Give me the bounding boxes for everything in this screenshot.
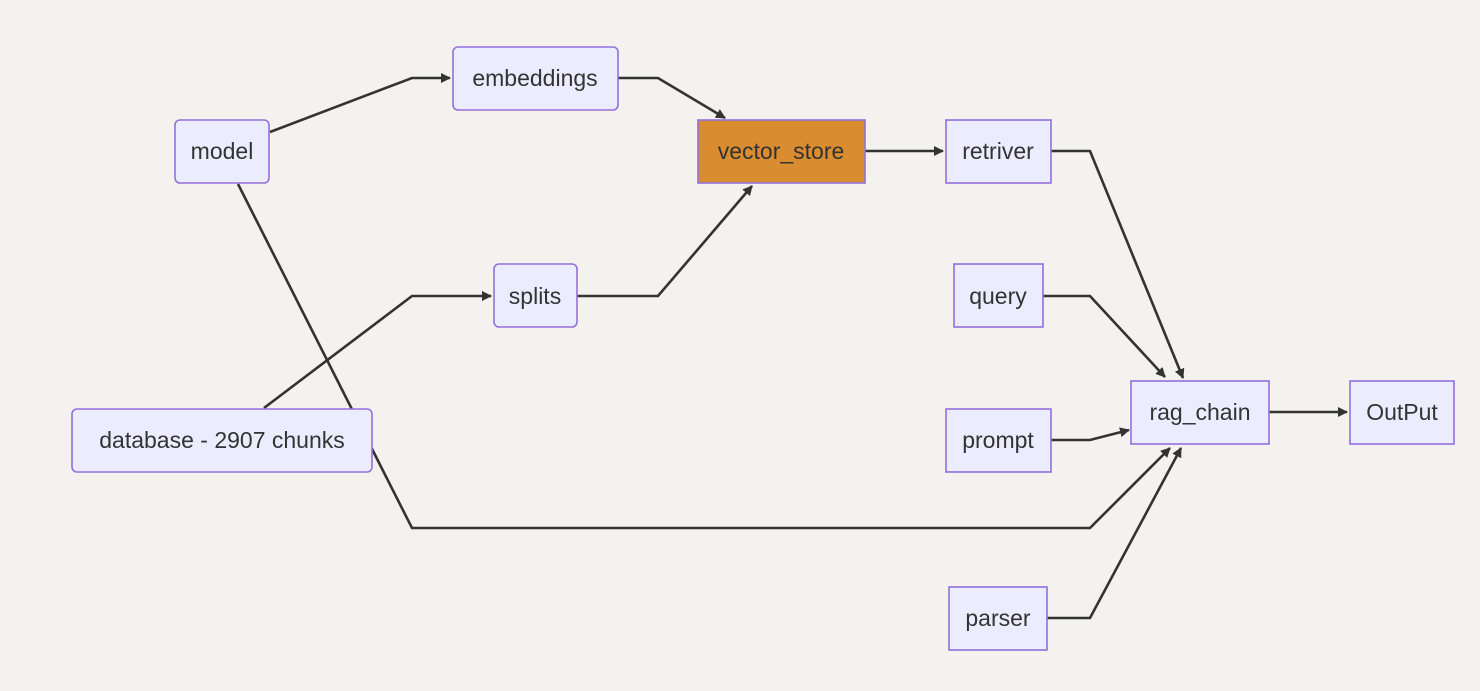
node-output[interactable]: OutPut xyxy=(1349,380,1455,445)
edge-database-to-splits xyxy=(263,291,492,410)
node-query[interactable]: query xyxy=(953,263,1044,328)
edge-model-to-rag-chain xyxy=(236,183,1171,530)
edge-embeddings-to-vector-store xyxy=(618,76,726,120)
edge-retriver-to-rag-chain xyxy=(1051,149,1185,379)
edge-query-to-rag-chain xyxy=(1043,294,1166,378)
node-splits[interactable]: splits xyxy=(493,263,578,328)
node-label: retriver xyxy=(962,138,1034,164)
edges xyxy=(236,73,1348,620)
edge-model-to-embeddings xyxy=(269,73,451,134)
nodes: model embeddings splits database - 2907 … xyxy=(71,46,1455,651)
node-label: prompt xyxy=(962,427,1034,453)
node-label: database - 2907 chunks xyxy=(99,427,345,453)
node-parser[interactable]: parser xyxy=(948,586,1048,651)
node-database[interactable]: database - 2907 chunks xyxy=(71,408,373,473)
node-label: query xyxy=(969,283,1027,309)
node-label: rag_chain xyxy=(1149,399,1250,425)
edge-prompt-to-rag-chain xyxy=(1051,427,1130,442)
node-label: embeddings xyxy=(472,65,597,91)
node-label: model xyxy=(191,138,254,164)
node-embeddings[interactable]: embeddings xyxy=(452,46,619,111)
node-rag-chain[interactable]: rag_chain xyxy=(1130,380,1270,445)
node-label: parser xyxy=(965,605,1031,631)
node-prompt[interactable]: prompt xyxy=(945,408,1052,473)
node-retriver[interactable]: retriver xyxy=(945,119,1052,184)
node-label: vector_store xyxy=(718,138,845,164)
edge-parser-to-rag-chain xyxy=(1047,447,1183,620)
node-model[interactable]: model xyxy=(174,119,270,184)
node-label: OutPut xyxy=(1366,399,1438,425)
node-vector-store[interactable]: vector_store xyxy=(697,119,866,184)
edge-splits-to-vector-store xyxy=(577,185,753,298)
node-label: splits xyxy=(509,283,561,309)
